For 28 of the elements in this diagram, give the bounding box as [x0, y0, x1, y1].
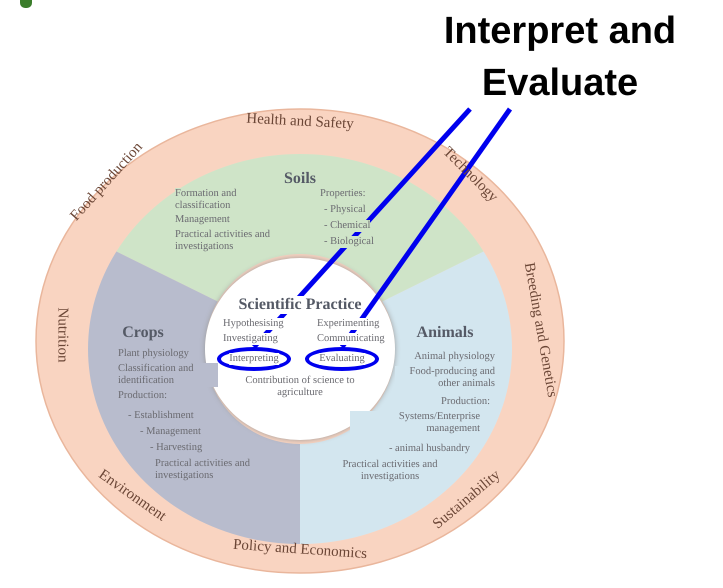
item-text: Contribution of science to agriculture	[245, 375, 355, 399]
ring-label: Policy and Economics	[232, 536, 368, 564]
item-text: Animal physiology	[414, 351, 495, 363]
ring-label: Nutrition	[54, 308, 70, 362]
item-text: - Harvesting	[150, 442, 202, 454]
item-text: Investigating	[223, 333, 278, 345]
item-text: Interpreting	[229, 353, 279, 365]
item-text: Classification and identification	[118, 363, 218, 387]
item-text: - Chemical	[324, 220, 370, 232]
outer-ring	[35, 108, 565, 574]
item-text: Experimenting	[317, 318, 380, 330]
item-text: - animal husbandry	[388, 443, 470, 455]
item-text: Hypothesising	[223, 318, 284, 330]
item-text: - Biological	[324, 236, 374, 248]
leader-line	[340, 108, 512, 348]
item-text: Management	[175, 214, 230, 226]
section-title: Crops	[122, 324, 164, 342]
item-text: - Management	[140, 426, 201, 438]
callout-text: Interpret and Evaluate	[415, 5, 705, 109]
ring-label: Health and Safety	[246, 110, 354, 134]
item-text: Properties:	[320, 188, 366, 200]
item-text: - Physical	[324, 204, 366, 216]
section-title: Scientific Practice	[238, 296, 362, 314]
item-text: Evaluating	[319, 353, 365, 365]
ring-label: Breeding and Genetics	[520, 261, 560, 399]
item-text: Communicating	[317, 333, 385, 345]
item-text: Plant physiology	[118, 348, 189, 360]
item-text: Systems/Enterprise management	[350, 411, 480, 435]
